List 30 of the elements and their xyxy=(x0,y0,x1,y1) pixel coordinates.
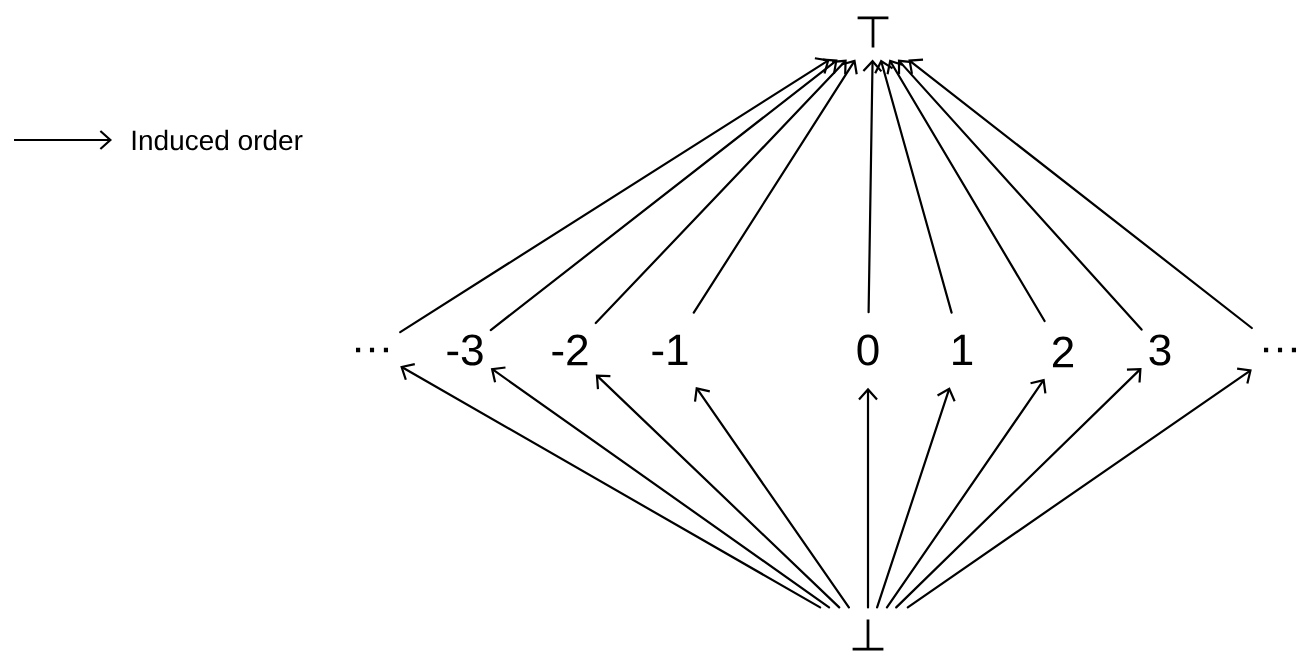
arrow xyxy=(906,367,1252,609)
arrow xyxy=(885,378,1047,609)
arrow xyxy=(489,58,838,332)
arrow xyxy=(490,366,831,609)
number-label: -2 xyxy=(552,334,588,366)
number-label: … xyxy=(1264,347,1296,353)
arrow xyxy=(876,387,956,609)
arrow xyxy=(895,367,1142,609)
bottom-symbol: ⊥ xyxy=(852,619,884,651)
number-label: 3 xyxy=(1149,334,1171,366)
number-label: -3 xyxy=(447,334,483,366)
arrow xyxy=(400,363,822,609)
arrow xyxy=(862,59,883,314)
number-label: 1 xyxy=(953,334,973,366)
arrow xyxy=(874,59,953,314)
number-label: -1 xyxy=(652,334,688,366)
arrow xyxy=(595,374,841,609)
number-label: 0 xyxy=(857,334,879,366)
arrow xyxy=(692,59,858,314)
arrow xyxy=(594,59,847,325)
legend-label: Induced order xyxy=(132,129,303,151)
arrow xyxy=(399,57,830,334)
arrow xyxy=(908,58,1253,330)
arrow xyxy=(858,387,878,609)
top-symbol: ⊤ xyxy=(857,16,889,48)
arrow xyxy=(886,59,1046,323)
number-label: … xyxy=(356,347,389,353)
arrow xyxy=(693,386,850,609)
arrow xyxy=(897,59,1143,331)
number-label: 2 xyxy=(1053,336,1074,368)
